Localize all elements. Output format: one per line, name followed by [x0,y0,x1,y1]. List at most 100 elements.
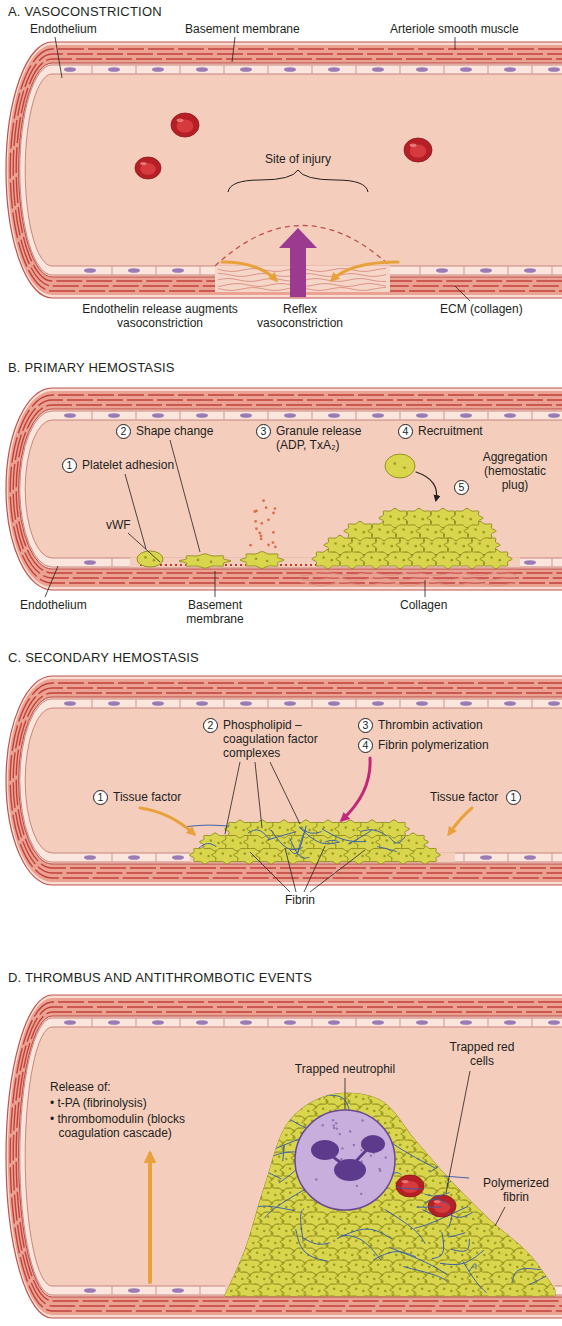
platelet [544,1210,562,1227]
platelet-granule [516,1122,519,1125]
endothelial-nucleus [128,855,140,860]
platelet [401,1078,430,1095]
leader-line [446,1071,470,1193]
granule-release [249,544,252,547]
platelet-granule [538,1170,541,1173]
platelet-granule [494,1290,497,1293]
fibrin-strand [303,1238,329,1244]
platelet-granule [274,1146,277,1149]
cell-border [156,1287,157,1295]
platelet-granule [439,1182,442,1185]
platelet [434,1138,463,1155]
granule-release [253,510,256,513]
smooth-muscle [8,391,562,587]
platelet [533,1126,562,1143]
cell-border [136,1019,137,1027]
platelet-granule [465,1167,468,1170]
platelet-granule [553,1095,556,1098]
callout-number: 1 [62,458,77,473]
fibrin-strand [267,832,296,840]
platelet-granule [241,1230,244,1233]
platelet-granule [395,1086,398,1089]
platelet-granule [257,826,260,829]
endothelial-nucleus [108,1020,120,1025]
basement-membrane [19,697,562,864]
platelet-granule [549,1134,552,1137]
neutrophil-granule [315,1178,317,1180]
neutrophil-granule [336,1127,338,1129]
platelet-granule [256,1155,259,1158]
platelet-granule [308,829,311,832]
platelet-granule [498,1275,501,1278]
platelet-granule [234,1179,237,1182]
platelet [522,1210,551,1227]
platelet-granule [399,1095,402,1098]
fibrin-strand [469,1264,476,1272]
platelet-granule [351,1086,354,1089]
platelet [445,1150,474,1167]
endothelial-nucleus [172,1288,184,1293]
endothelial-nucleus [328,413,340,418]
platelet [378,820,409,838]
platelet-granule [417,1278,420,1281]
endothelial-nucleus [372,1020,384,1025]
platelet-granule [296,1290,299,1293]
platelet-granule [421,1119,424,1122]
platelet-granule [417,1254,420,1257]
endothelial-nucleus [460,701,472,706]
fibrin-strand [463,1262,486,1293]
platelet-granule [288,852,291,855]
platelet-granule [476,1107,479,1110]
platelet-granule [339,855,342,858]
platelet [533,1078,562,1095]
platelet-granule [223,1167,226,1170]
cell-border [356,700,357,708]
platelet-granule [307,1206,310,1209]
platelet-granule [413,515,416,518]
platelet-granule [267,1215,270,1218]
platelet-granule [345,826,348,829]
endothelial-nucleus [480,268,492,273]
platelet-granule [295,855,298,858]
platelet-granule [255,557,258,560]
endothelial-nucleus [64,413,76,418]
endothelial-nucleus [504,413,516,418]
platelet-granule [476,1131,479,1134]
platelet-granule [322,1275,325,1278]
platelet-granule [542,1155,545,1158]
fibrin-strand [416,1207,441,1208]
platelet-granule [494,1146,497,1149]
platelet [522,1090,551,1107]
platelet-granule [278,1131,281,1134]
fibrin-strand [251,1206,294,1211]
platelet [423,1078,452,1095]
cell-border [92,412,93,420]
platelet-granule [406,1170,409,1173]
platelet-granule [410,1251,413,1254]
platelet-granule [516,1290,519,1293]
platelet-granule [487,1215,490,1218]
callout-number: 5 [454,480,469,495]
platelet-granule [367,826,370,829]
platelet-granule [538,1146,541,1149]
platelet-granule [285,1110,288,1113]
endothelial-nucleus [548,413,560,418]
platelet-granule [322,1107,325,1110]
cell-border [156,267,157,275]
platelet-granule [421,1143,424,1146]
platelet-granule [354,528,357,531]
red-cell-center [410,144,427,157]
platelet-granule [432,1131,435,1134]
platelet [214,1234,243,1251]
platelet [269,1078,298,1095]
platelet-granule [487,1167,490,1170]
platelet-granule [395,1230,398,1233]
platelet-granule [230,1242,233,1245]
platelet [236,1162,265,1179]
leader-line [270,762,300,824]
platelet-granule [241,1278,244,1281]
step-label: Phospholipid –coagulation factor complex… [223,718,341,760]
platelet-granule [223,1119,226,1122]
platelet [291,1078,320,1095]
platelet-granule [241,1182,244,1185]
